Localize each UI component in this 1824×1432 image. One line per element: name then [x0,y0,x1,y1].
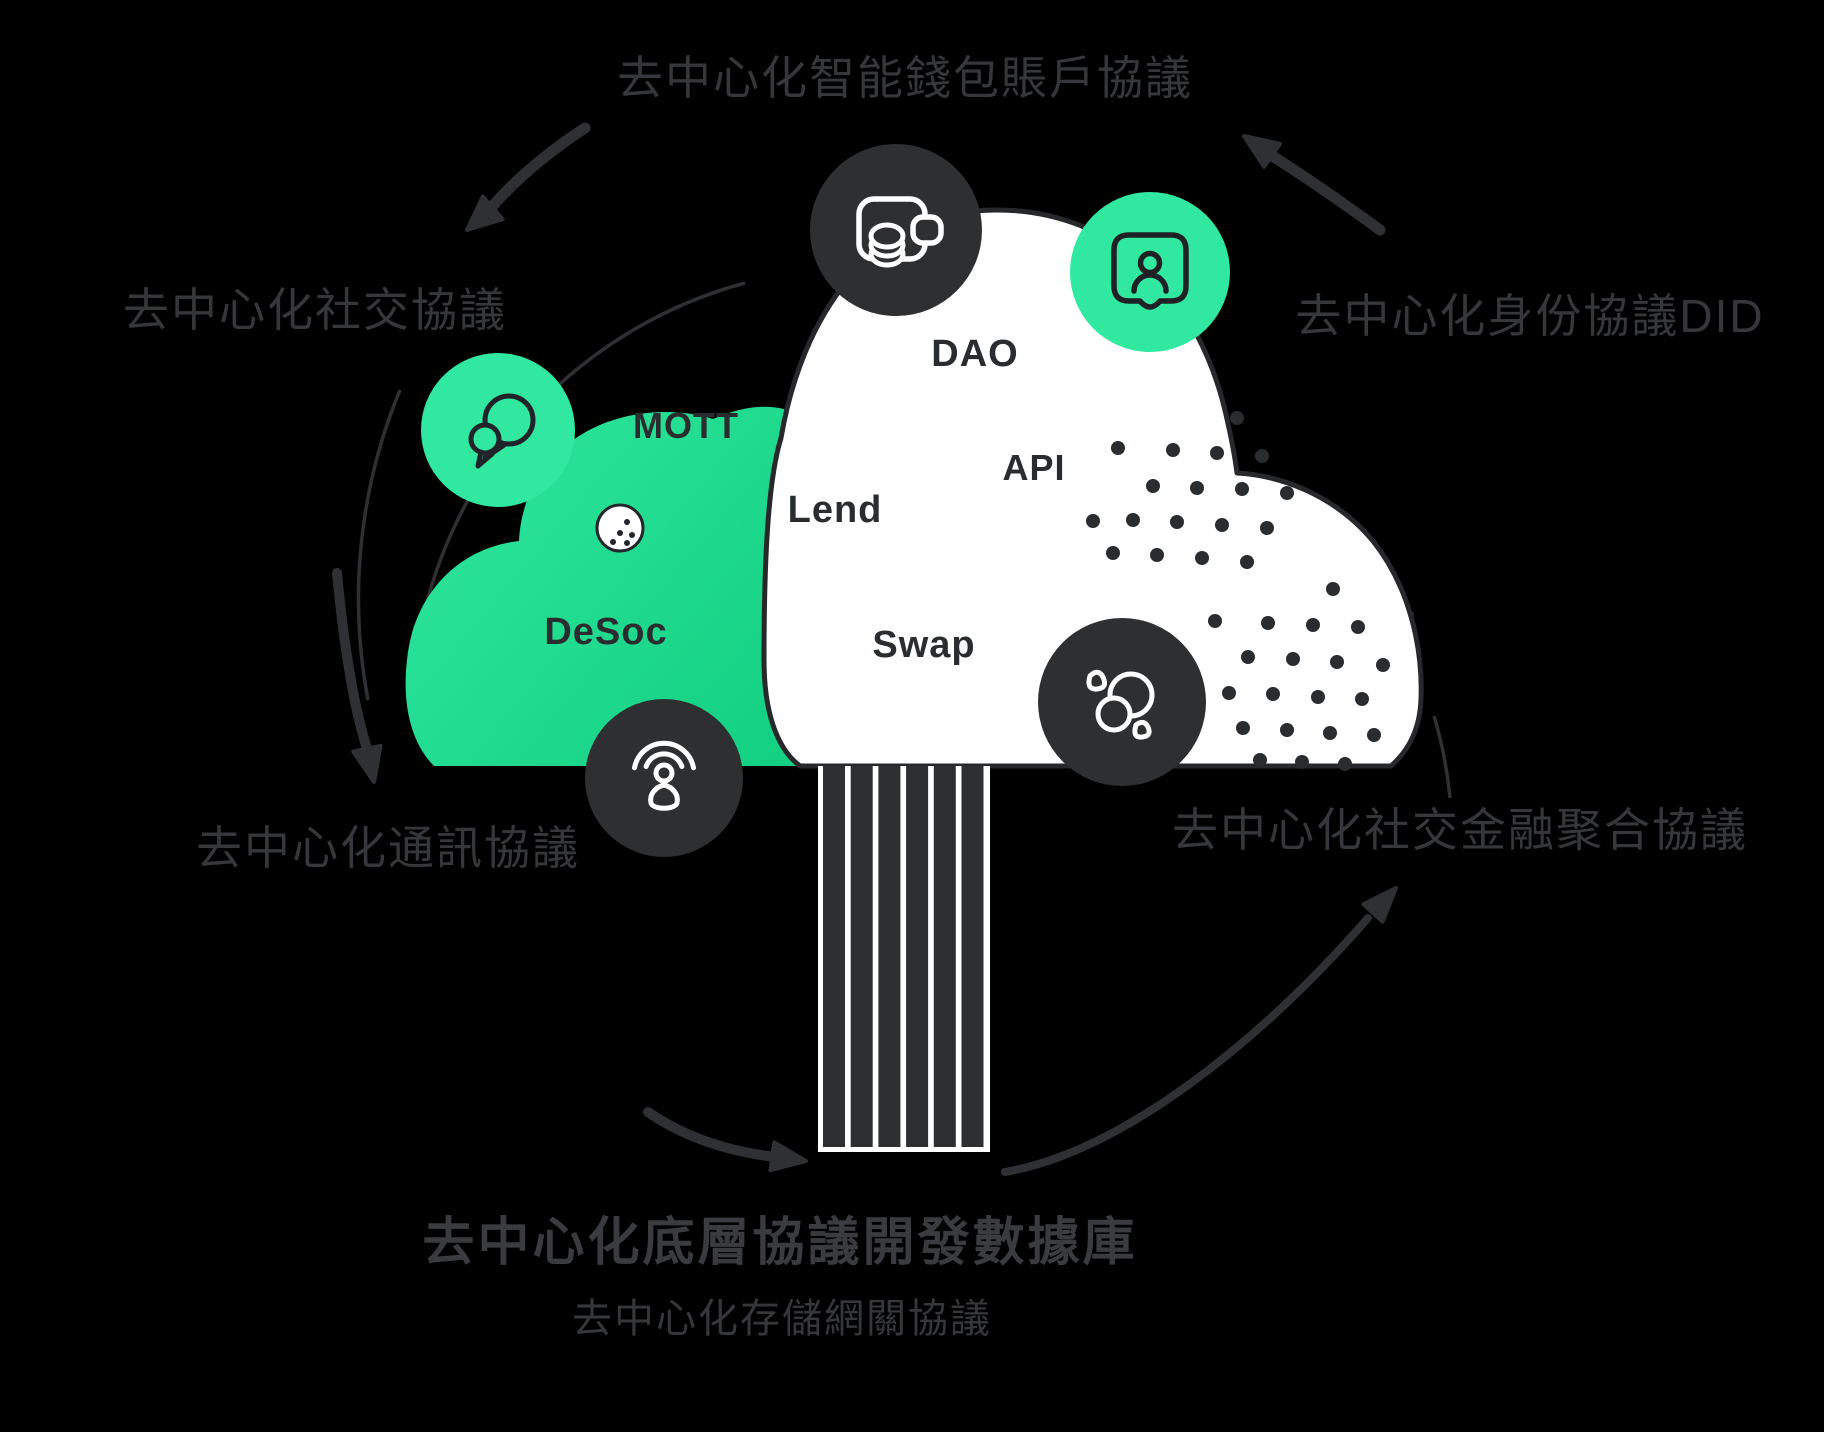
identity-badge [1070,192,1230,352]
texture-dot [1146,479,1160,493]
texture-dot [1260,521,1274,535]
texture-dot [1280,723,1294,737]
texture-dot [1236,721,1250,735]
texture-dot [1355,692,1369,706]
label-bottom-left: 去中心化通訊協議 [196,822,580,874]
chat-bubbles-icon [468,393,536,469]
texture-dot [1208,614,1222,628]
texture-dot [1326,582,1340,596]
texture-dot [1330,655,1344,669]
label-left: 去中心化社交協議 [123,284,507,336]
cycle-arc-outer-right [1432,715,1452,799]
texture-dot [1240,555,1254,569]
texture-dot [1306,618,1320,632]
chat-badge [421,353,575,507]
tree-trunk [818,766,990,1152]
dotted-ball-icon [595,503,645,553]
texture-dot [1286,652,1300,666]
texture-dot [1230,411,1244,425]
texture-dot [1261,616,1275,630]
texture-dot [1367,728,1381,742]
texture-dot [1150,548,1164,562]
texture-dot [1338,757,1352,771]
arrow-right-up [1001,886,1398,1176]
arrow-top-left [465,122,591,232]
tag-desoc: DeSoc [544,611,667,653]
tag-api: API [1002,447,1065,488]
texture-dot [1266,687,1280,701]
texture-dot [1190,481,1204,495]
texture-dot [1241,650,1255,664]
arrow-bottom-right-flow [643,1107,808,1173]
label-right: 去中心化身份協議DID [1295,290,1764,342]
broadcast-badge [585,699,743,857]
label-bottom-right: 去中心化社交金融聚合協議 [1172,804,1748,856]
tag-mott: MOTT [633,405,739,446]
texture-dot [1215,518,1229,532]
cycle-arrows [332,122,1398,1176]
tag-swap: Swap [872,624,975,666]
label-subtitle: 去中心化存儲網關協議 [572,1297,992,1341]
texture-dot [1323,726,1337,740]
swap-circles-icon [1086,669,1155,740]
texture-dot [1376,658,1390,672]
green-cloud [405,406,861,766]
arrow-left-down [332,568,383,784]
texture-dot [1351,620,1365,634]
texture-dot [1210,446,1224,460]
broadcast-icon [632,740,696,811]
texture-dot [1235,482,1249,496]
texture-dot [1295,755,1309,769]
cycle-arc-outer-left [356,389,402,701]
texture-dot [1170,515,1184,529]
tag-dao: DAO [931,333,1018,375]
texture-dot [1166,443,1180,457]
texture-dot [1086,514,1100,528]
texture-dot [1280,486,1294,500]
wallet-badge [810,144,982,316]
texture-dot [1106,546,1120,560]
texture-dot [1195,551,1209,565]
swap-badge [1038,618,1206,786]
texture-dot [1222,686,1236,700]
texture-dot [1311,690,1325,704]
wallet-icon [856,196,944,268]
id-badge-icon [1111,232,1189,310]
label-title: 去中心化底層協議開發數據庫 [422,1214,1137,1272]
label-top: 去中心化智能錢包賬戶協議 [617,52,1193,104]
texture-dot [1111,441,1125,455]
texture-dot [1126,513,1140,527]
arrow-top-right [1242,134,1386,236]
tag-lend: Lend [788,489,883,531]
texture-dot [1255,449,1269,463]
texture-dot [1253,753,1267,767]
dot-pattern [1086,411,1390,771]
